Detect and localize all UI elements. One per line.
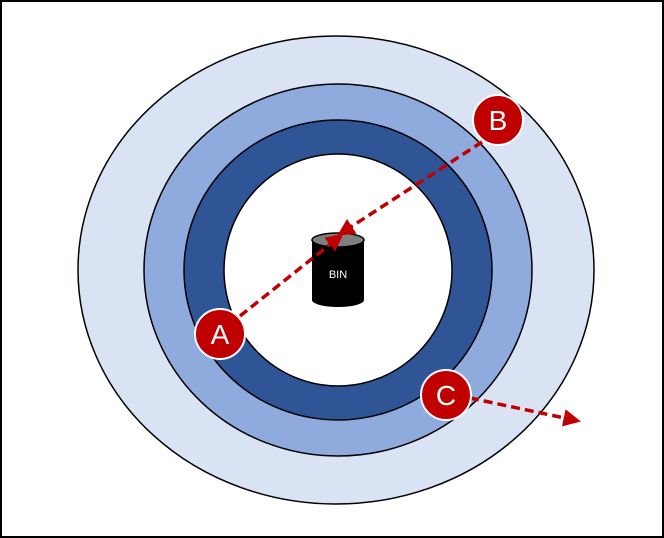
arrow-a-to-bin bbox=[238, 233, 344, 318]
marker-c: C bbox=[420, 369, 472, 421]
marker-b-label: B bbox=[489, 105, 508, 136]
marker-c-label: C bbox=[436, 380, 456, 411]
marker-a: A bbox=[194, 308, 246, 360]
marker-b: B bbox=[472, 94, 524, 146]
bin-label: BIN bbox=[329, 269, 347, 281]
marker-a-label: A bbox=[211, 319, 230, 350]
arrow-c-outward bbox=[469, 396, 581, 427]
bin-icon: BIN bbox=[311, 232, 365, 307]
